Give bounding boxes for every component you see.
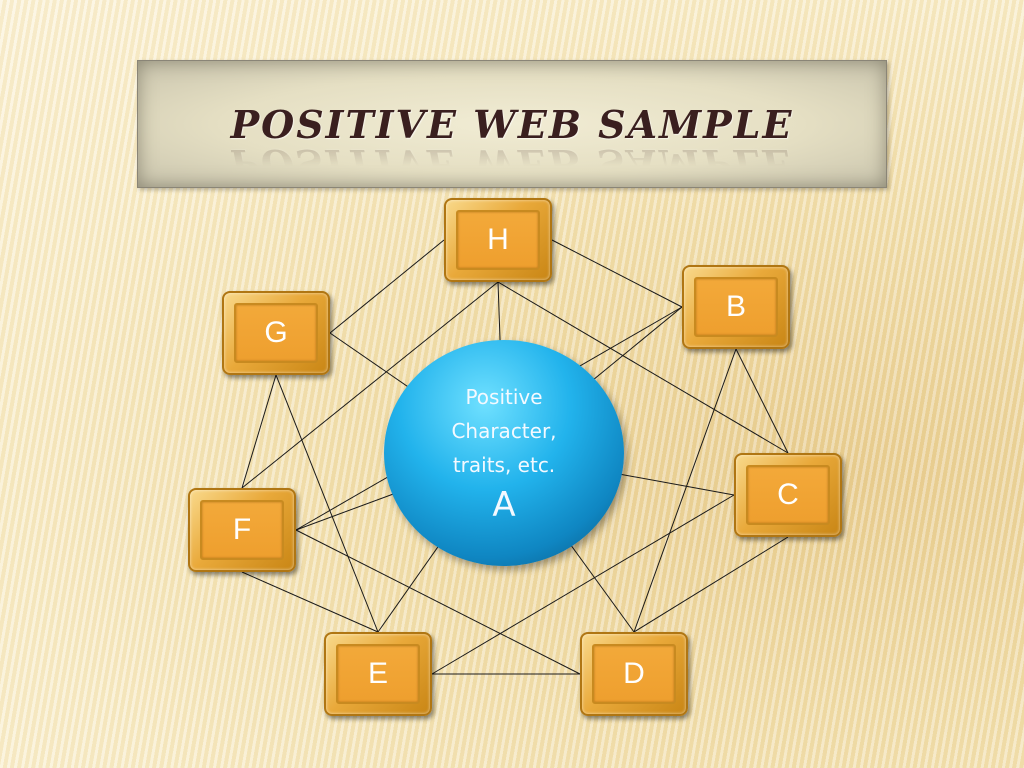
node-b-label: B [694, 277, 778, 337]
link-e-f [241, 571, 379, 633]
link-h-b [551, 239, 683, 308]
link-b-d [633, 348, 737, 633]
node-f-label: F [200, 500, 284, 560]
node-g[interactable]: G [222, 291, 330, 375]
node-h-label: H [456, 210, 540, 270]
center-line-1: Positive [465, 385, 543, 409]
node-c-label: C [746, 465, 830, 525]
link-g-f [241, 374, 277, 489]
node-d-label: D [592, 644, 676, 704]
node-g-label: G [234, 303, 318, 363]
center-line-3: traits, etc. [452, 453, 556, 477]
node-f[interactable]: F [188, 488, 296, 572]
link-h-f [241, 281, 499, 489]
center-circle-a[interactable]: Positive Character, traits, etc. A [384, 340, 624, 566]
link-h-c [497, 281, 789, 454]
node-b[interactable]: B [682, 265, 790, 349]
link-g-e [275, 374, 379, 633]
node-d[interactable]: D [580, 632, 688, 716]
node-e-label: E [336, 644, 420, 704]
center-line-2: Character, [451, 419, 557, 443]
link-h-g [329, 239, 445, 334]
slide-title: POSITIVE WEB SAMPLE [230, 101, 794, 147]
node-e[interactable]: E [324, 632, 432, 716]
node-c[interactable]: C [734, 453, 842, 537]
title-banner: POSITIVE WEB SAMPLE [137, 60, 887, 188]
link-c-d [633, 536, 789, 633]
node-h[interactable]: H [444, 198, 552, 282]
center-label: A [492, 485, 516, 525]
link-b-c [735, 348, 789, 454]
link-d-f [295, 529, 581, 675]
link-c-e [431, 494, 735, 675]
